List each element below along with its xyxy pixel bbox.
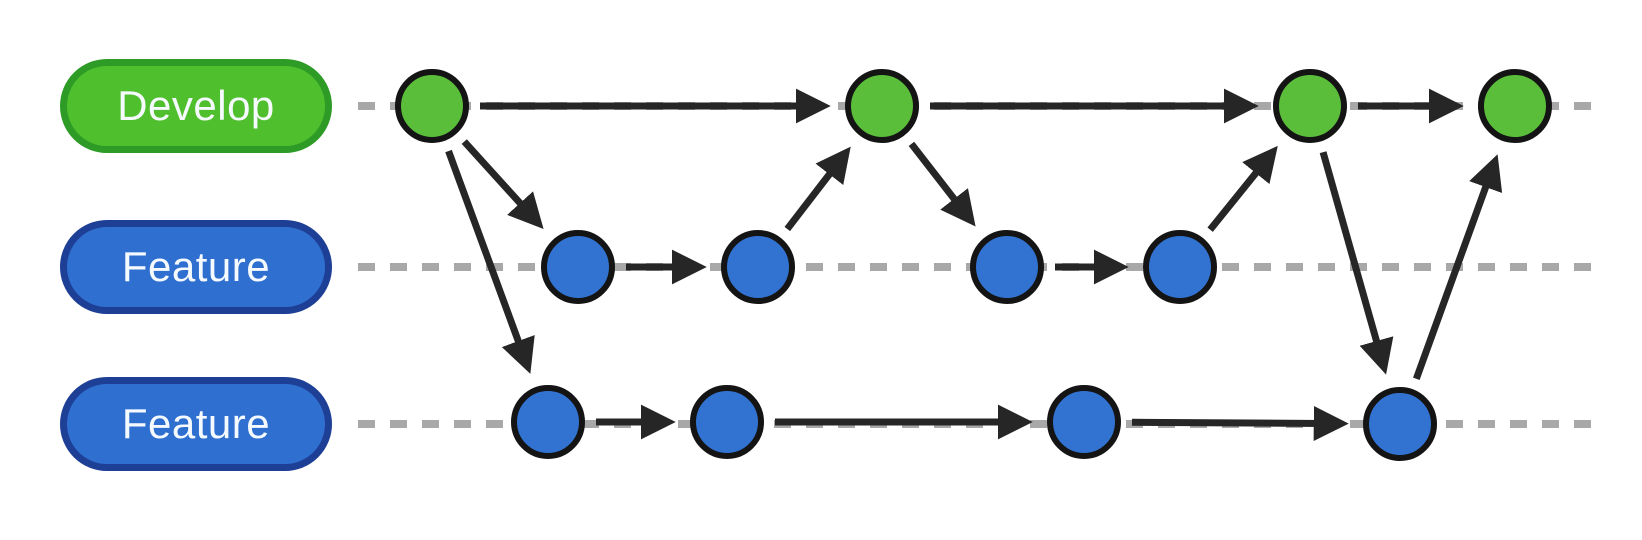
branch-label-text: Feature: [121, 243, 271, 290]
commit-node-f2c: [1047, 385, 1121, 459]
commit-edge-f1d-d3: [1207, 145, 1278, 232]
commit-edge-f2d-d4: [1413, 154, 1503, 381]
branch-label-text: Develop: [117, 82, 275, 129]
commit-node-f1a: [541, 230, 615, 304]
commit-node-f2b: [690, 385, 764, 459]
branch-label-feature-1: Feature: [60, 220, 332, 314]
commit-node-d2: [845, 69, 919, 143]
commit-edge-f2c-f2d: [1131, 405, 1349, 441]
commit-edge-d2-f1c: [908, 141, 976, 227]
branch-label-develop: Develop: [60, 59, 332, 153]
commit-edge-d1-f1a: [461, 139, 544, 230]
commit-node-d3: [1273, 69, 1347, 143]
commit-node-f2d: [1363, 387, 1437, 461]
commit-node-d4: [1478, 69, 1552, 143]
commit-edge-d3-f2d: [1319, 151, 1394, 375]
branch-label-feature-2: Feature: [60, 377, 332, 471]
commit-edge-d1-f2a: [445, 149, 535, 374]
branch-label-text: Feature: [121, 400, 271, 447]
commit-node-d1: [395, 69, 469, 143]
commit-edge-f1b-d2: [784, 146, 851, 232]
commit-node-f1b: [721, 230, 795, 304]
commit-node-f2a: [511, 385, 585, 459]
commit-node-f1c: [970, 230, 1044, 304]
commit-node-f1d: [1143, 230, 1217, 304]
